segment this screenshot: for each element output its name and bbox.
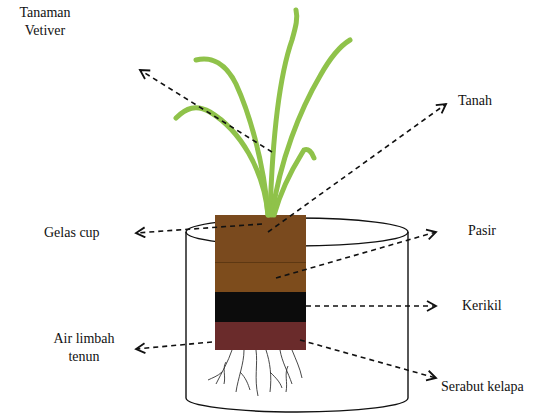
part-label: Kerikil <box>462 297 542 315</box>
leader-line <box>136 342 212 349</box>
part-label: Serabut kelapa <box>441 378 553 396</box>
leader-line <box>140 70 272 152</box>
part-label: Tanaman Vetiver <box>10 4 80 40</box>
coconut-fiber-layer <box>215 322 306 350</box>
part-label: Air limbah tenun <box>44 330 124 366</box>
leader-line <box>136 224 262 233</box>
leader-lines <box>136 70 446 378</box>
leader-line <box>306 305 436 307</box>
leader-line <box>300 340 436 378</box>
part-label: Tanah <box>458 92 548 110</box>
part-label: Gelas cup <box>44 224 134 242</box>
vetiver-plant <box>176 10 350 215</box>
roots <box>208 350 302 396</box>
leader-line <box>276 232 436 278</box>
part-label: Pasir <box>468 222 548 240</box>
leader-line <box>268 104 446 232</box>
sand-layer <box>215 262 306 293</box>
gravel-layer <box>215 292 306 322</box>
soil-layer <box>215 215 306 263</box>
